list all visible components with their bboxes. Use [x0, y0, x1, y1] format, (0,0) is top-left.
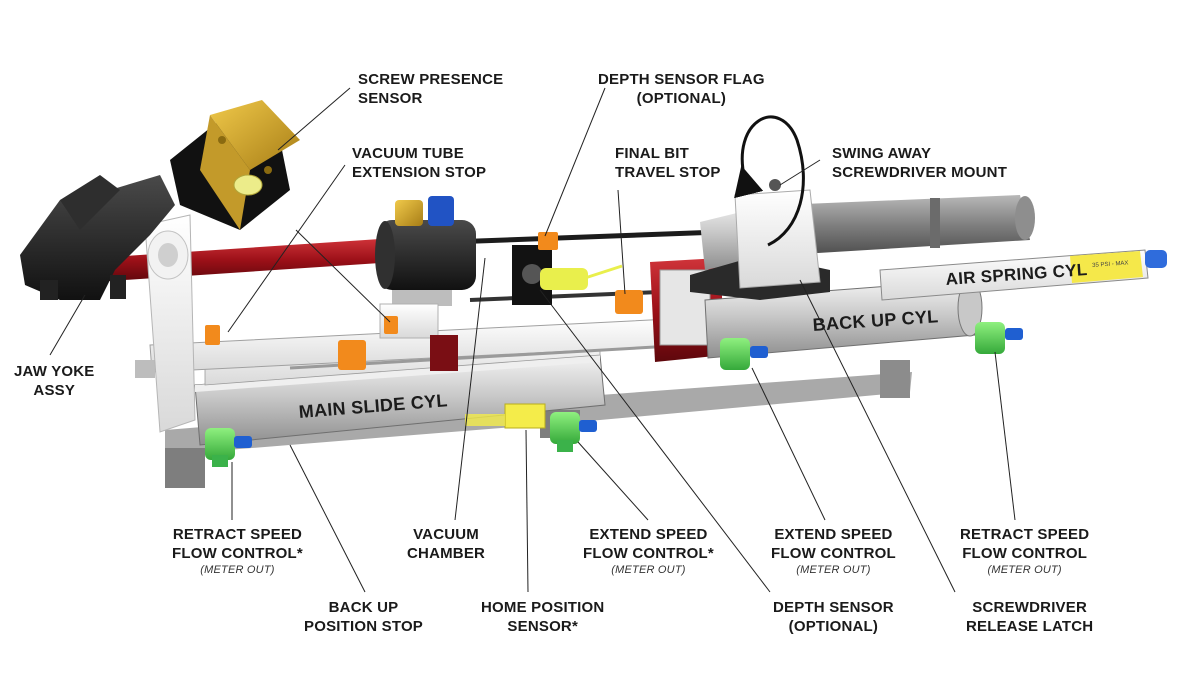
- label-screwdriver-release-latch: SCREWDRIVER RELEASE LATCH: [966, 598, 1093, 636]
- label-line: EXTEND SPEED: [774, 526, 893, 543]
- label-line: CHAMBER: [407, 545, 486, 562]
- label-retract-speed-flow-control: RETRACT SPEED FLOW CONTROL (METER OUT): [960, 525, 1089, 577]
- label-line: FLOW CONTROL*: [172, 545, 303, 562]
- label-line: BACK UP: [328, 599, 399, 616]
- label-line: ASSY: [33, 382, 76, 399]
- label-line: DEPTH SENSOR: [773, 599, 894, 616]
- label-screw-presence-sensor: SCREW PRESENCE SENSOR: [358, 70, 503, 108]
- label-line: SCREWDRIVER: [972, 599, 1088, 616]
- label-line: POSITION STOP: [304, 618, 424, 635]
- label-jaw-yoke-assy: JAW YOKE ASSY: [14, 362, 95, 400]
- flow-control-fittings: [205, 322, 1023, 467]
- label-line: EXTENSION STOP: [352, 164, 487, 181]
- rotation-arrow-icon: [734, 115, 805, 247]
- label-line: TRAVEL STOP: [615, 164, 721, 181]
- label-line: DEPTH SENSOR FLAG: [598, 71, 765, 88]
- label-line: SCREWDRIVER MOUNT: [832, 164, 1008, 181]
- jaw-yoke: [20, 175, 175, 300]
- label-line: RELEASE LATCH: [966, 618, 1094, 635]
- label-line: FINAL BIT: [615, 145, 690, 162]
- label-line: SENSOR: [358, 90, 423, 107]
- label-note: (METER OUT): [796, 564, 871, 576]
- label-line: JAW YOKE: [14, 363, 95, 380]
- label-line: SWING AWAY: [832, 145, 932, 162]
- label-line: FLOW CONTROL: [771, 545, 896, 562]
- vacuum-chamber-part: [375, 196, 476, 339]
- label-vacuum-chamber: VACUUM CHAMBER: [407, 525, 485, 563]
- label-line: FLOW CONTROL*: [583, 545, 714, 562]
- label-vacuum-tube-extension-stop: VACUUM TUBE EXTENSION STOP: [352, 144, 486, 182]
- label-line: VACUUM: [413, 526, 479, 543]
- label-line: VACUUM TUBE: [352, 145, 464, 162]
- label-back-up-position-stop: BACK UP POSITION STOP: [304, 598, 423, 636]
- bit-shaft: [449, 229, 721, 245]
- label-line: FLOW CONTROL: [962, 545, 1088, 562]
- label-note: (METER OUT): [200, 564, 275, 576]
- screw-presence-sensor-part: [170, 100, 300, 230]
- label-line: HOME POSITION: [481, 599, 605, 616]
- label-note: (METER OUT): [611, 564, 686, 576]
- label-line: EXTEND SPEED: [589, 526, 708, 543]
- machine-illustration: [20, 100, 1167, 488]
- depth-sensor-bracket: [512, 245, 623, 305]
- label-line: RETRACT SPEED: [172, 526, 303, 543]
- home-position-sensor-part: [504, 403, 546, 429]
- label-extend-speed-flow-control: EXTEND SPEED FLOW CONTROL (METER OUT): [771, 525, 896, 577]
- orange-stops: [205, 232, 643, 370]
- label-line: SCREW PRESENCE: [358, 71, 504, 88]
- air-spring-cylinder: [879, 249, 1167, 301]
- label-line: SENSOR*: [507, 618, 579, 635]
- label-line: RETRACT SPEED: [960, 526, 1090, 543]
- label-retract-speed-flow-control-star: RETRACT SPEED FLOW CONTROL* (METER OUT): [172, 525, 303, 577]
- leader-lines: [49, 87, 1016, 593]
- label-swing-away-screwdriver-mount: SWING AWAY SCREWDRIVER MOUNT: [832, 144, 1007, 182]
- front-bracket: [144, 214, 196, 433]
- label-line: (OPTIONAL): [788, 618, 879, 635]
- label-note: (METER OUT): [987, 564, 1062, 576]
- label-depth-sensor: DEPTH SENSOR (OPTIONAL): [773, 598, 894, 636]
- rod-collar: [430, 335, 458, 371]
- label-final-bit-travel-stop: FINAL BIT TRAVEL STOP: [615, 144, 721, 182]
- label-line: (OPTIONAL): [636, 90, 727, 107]
- label-home-position-sensor: HOME POSITION SENSOR*: [481, 598, 604, 636]
- label-extend-speed-flow-control-star: EXTEND SPEED FLOW CONTROL* (METER OUT): [583, 525, 714, 577]
- label-depth-sensor-flag: DEPTH SENSOR FLAG (OPTIONAL): [598, 70, 765, 108]
